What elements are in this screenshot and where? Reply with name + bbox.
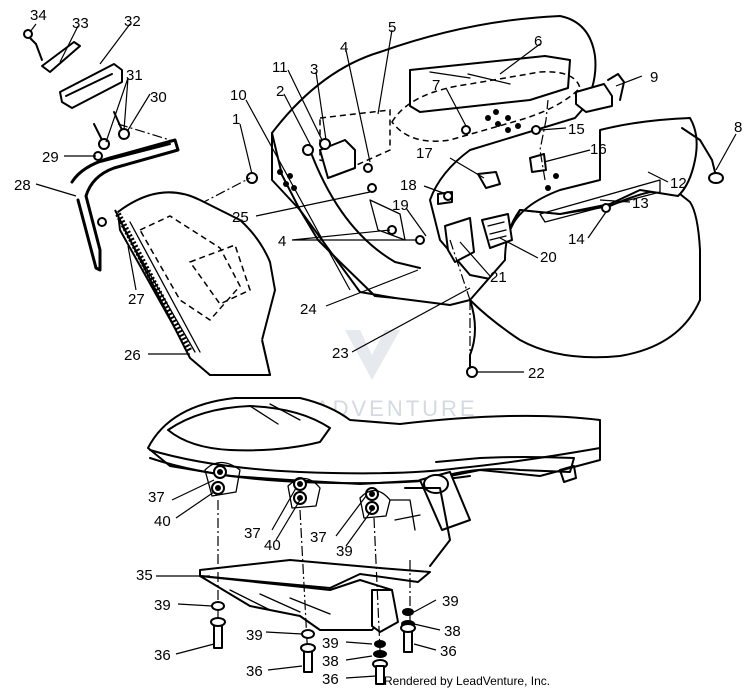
callout-27: 27	[128, 291, 145, 308]
callout-24: 24	[300, 301, 317, 318]
callout-7: 7	[432, 77, 440, 94]
callout-40-b: 40	[264, 537, 281, 554]
callout-39-e: 39	[322, 635, 339, 652]
footer-credit: Rendered by LeadVenture, Inc.	[384, 674, 551, 688]
callout-13: 13	[632, 195, 649, 212]
callout-37-c: 37	[310, 529, 327, 546]
side-pan	[469, 117, 701, 369]
callout-36-a: 36	[154, 647, 171, 664]
callout-18: 18	[400, 177, 417, 194]
callout-21: 21	[490, 269, 507, 286]
callout-labels: 34 33 32 31 30 29 28 27 26 10 1 11 2 3 4…	[14, 7, 742, 688]
callout-34: 34	[30, 7, 47, 24]
callout-14: 14	[568, 231, 585, 248]
callout-26: 26	[124, 347, 141, 364]
callout-4-top: 4	[340, 39, 348, 56]
chassis-grommets	[211, 465, 379, 515]
callout-20: 20	[540, 249, 557, 266]
callout-33: 33	[72, 15, 89, 32]
callout-37-a: 37	[148, 489, 165, 506]
callout-17: 17	[416, 145, 433, 162]
callout-35: 35	[136, 567, 153, 584]
callout-36-b: 36	[246, 663, 263, 680]
callout-39-b: 39	[154, 597, 171, 614]
skid-plate	[199, 559, 431, 633]
callout-39-d: 39	[442, 593, 459, 610]
callout-32: 32	[124, 13, 141, 30]
callout-6: 6	[534, 33, 542, 50]
callout-15: 15	[568, 121, 585, 138]
callout-2: 2	[276, 83, 284, 100]
callout-3: 3	[310, 61, 318, 78]
callout-22: 22	[528, 365, 545, 382]
callout-5: 5	[388, 19, 396, 36]
callout-40-a: 40	[154, 513, 171, 530]
pin-8	[681, 127, 724, 184]
chassis	[147, 397, 601, 567]
callout-25: 25	[232, 209, 249, 226]
callout-4-left: 4	[278, 233, 286, 250]
callout-39-c: 39	[246, 627, 263, 644]
callout-10: 10	[230, 87, 247, 104]
callout-29: 29	[42, 149, 59, 166]
callout-28: 28	[14, 177, 31, 194]
callout-9: 9	[650, 69, 658, 86]
callout-39-a: 39	[336, 543, 353, 560]
callout-8: 8	[734, 119, 742, 136]
callout-12: 12	[670, 175, 687, 192]
callout-38-a: 38	[444, 623, 461, 640]
bolts-30-31	[93, 111, 130, 161]
bracket-32	[23, 29, 123, 109]
hood	[271, 15, 623, 306]
bracket-9	[575, 73, 625, 113]
callout-31: 31	[126, 67, 143, 84]
leader-lines	[29, 23, 737, 679]
lower-fasteners	[210, 601, 416, 685]
callout-36-d: 36	[322, 671, 339, 688]
callout-38-b: 38	[322, 653, 339, 670]
callout-36-c: 36	[440, 643, 457, 660]
bumper-rail	[70, 138, 180, 272]
callout-37-b: 37	[244, 525, 261, 542]
callout-23: 23	[332, 345, 349, 362]
callout-11: 11	[272, 59, 288, 76]
callout-16: 16	[590, 141, 607, 158]
callout-1: 1	[232, 111, 240, 128]
callout-19: 19	[392, 197, 409, 214]
callout-30: 30	[150, 89, 167, 106]
nose-cone	[114, 191, 276, 376]
